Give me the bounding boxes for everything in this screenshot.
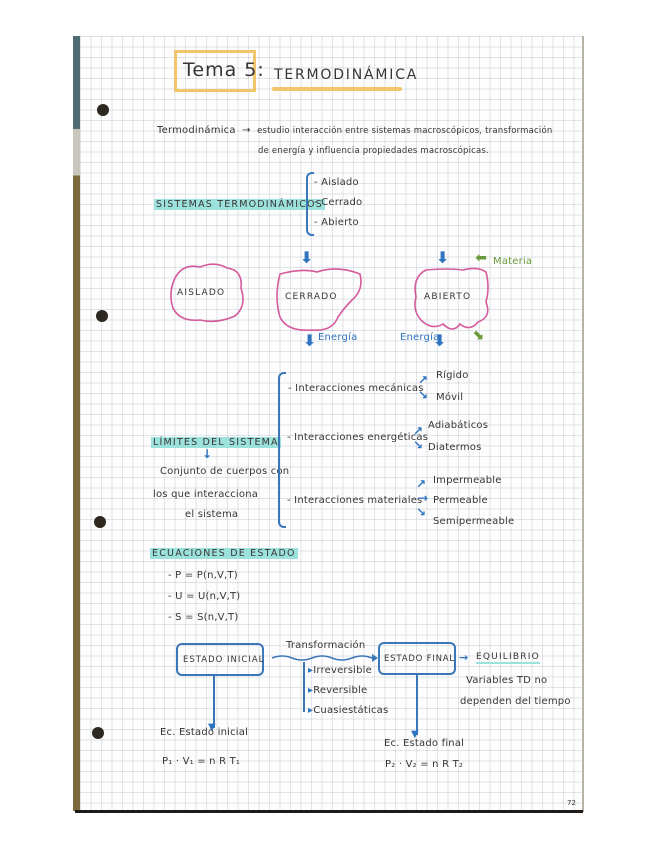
sistema-item: - Abierto [314,217,359,228]
notebook-page [80,36,583,811]
energia-label: Energía [400,332,440,343]
estado-inicial-box [176,643,264,676]
materia-label: Materia [493,256,533,267]
limites-description: los que interacciona [153,489,259,500]
sistema-item: - Aislado [314,177,359,188]
estado-final-label: Estado final [384,654,455,664]
branch-arrow-icon: ↗ [418,373,429,387]
branch-arrow-icon: ↘ [418,388,429,402]
binder-hole [97,104,109,116]
page-number: 72 [567,799,576,807]
ecuacion-entropia: - S = S(n,V,T) [168,612,239,623]
tipo-cuasiestaticas: ▸Cuasiestáticas [308,705,389,716]
ec-final-label: Ec. Estado final [384,738,465,749]
limites-description: el sistema [185,509,239,520]
definition-line-1: Termodinámica → estudio interacción entr… [157,125,552,136]
arrow-right-icon: → [459,651,469,664]
sistemas-heading: Sistemas termodinámicos [154,199,325,210]
transformacion-label: Transformación [286,640,366,651]
estado-final-box [378,642,456,675]
arrow-down-icon: ⬇ [300,248,314,267]
aislado-system-shape [170,263,244,323]
bracket [306,172,314,236]
binder-hole [96,310,108,322]
aislado-label: AISLADO [177,288,226,298]
interaccion-material: - Interacciones materiales [287,495,423,506]
wavy-arrow [272,654,378,662]
ecuaciones-heading: Ecuaciones de estado [150,548,298,559]
definition-line-2: de energía y influencia propiedades macr… [258,146,489,156]
cerrado-label: CERRADO [285,292,338,302]
option-permeable: Permeable [433,495,488,506]
option-impermeable: Impermeable [433,475,502,486]
branch-arrow-icon: → [418,491,429,505]
arrow-down-icon: ⬇ [303,331,317,350]
energia-label: Energía [318,332,358,343]
notebook-binding [73,36,80,811]
page-bottom-edge [75,810,583,813]
arrow-down-icon: ⬇ [436,248,450,267]
title-underline [272,87,402,91]
ec-inicial: P₁ · V₁ = n R T₁ [162,756,241,767]
binder-hole [92,727,104,739]
estado-inicial-label: Estado inicial [183,655,265,665]
ec-inicial-label: Ec. Estado inicial [160,727,249,738]
branch-arrow-icon: ↗ [416,477,427,491]
arrow-down-icon: ⬇ [433,331,447,350]
equilibrio-note: Variables TD no [466,675,548,686]
ecuacion-presion: - P = P(n,V,T) [168,570,238,581]
definition-term: Termodinámica [157,125,236,136]
topic-number: Tema 5: [183,59,265,81]
limites-heading: Límites del sistema [151,437,281,448]
cerrado-system-shape [276,268,362,332]
abierto-system-shape [414,267,489,330]
branch-arrow-icon: ↘ [416,505,427,519]
ec-final: P₂ · V₂ = n R T₂ [385,759,464,770]
option-adiabaticos: Adiabáticos [428,420,489,431]
ecuacion-energia: - U = U(n,V,T) [168,591,241,602]
equilibrio-label: Equilibrio [476,652,540,664]
option-rigido: Rígido [436,370,469,381]
arrow-down-icon: ▼ [208,722,216,733]
estado-inicial-line [213,676,215,728]
definition-text: estudio interacción entre sistemas macro… [257,126,553,136]
binder-hole [94,516,106,528]
arrow-icon: → [242,125,251,136]
materia-arrow-icon: ⬊ [472,327,484,343]
limites-description: Conjunto de cuerpos con [160,466,290,477]
arrow-down-icon: ↓ [202,447,213,461]
option-semipermeable: Semipermeable [433,516,515,527]
interaccion-energetica: - Interacciones energéticas [287,432,429,443]
arrow-down-icon: ▼ [411,729,419,740]
equilibrio-note: dependen del tiempo [460,696,571,707]
tipo-irreversible: ▸Irreversible [308,665,373,676]
option-diatermos: Diatermos [428,442,482,453]
transformacion-branch-line [303,662,305,712]
interaccion-mecanica: - Interacciones mecánicas [288,383,424,394]
branch-arrow-icon: ↘ [413,438,424,452]
title-box [174,50,256,92]
bracket [278,372,286,528]
option-movil: Móvil [436,392,464,403]
branch-arrow-icon: ↗ [413,424,424,438]
estado-final-line [416,675,418,735]
abierto-label: ABIERTO [424,292,472,302]
sistema-item: - Cerrado [314,197,363,208]
page-title: Termodinámica [274,67,419,83]
page-edge [582,36,584,812]
tipo-reversible: ▸Reversible [308,685,368,696]
